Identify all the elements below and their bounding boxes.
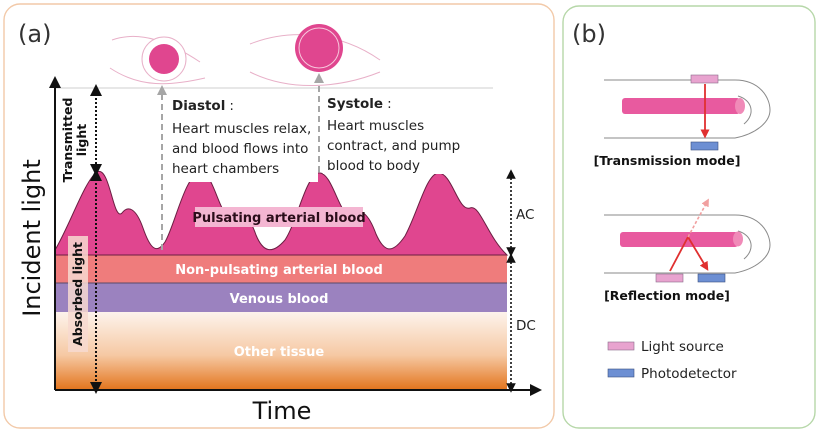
legend: Light source Photodetector	[607, 339, 737, 382]
ac-label: AC	[516, 207, 534, 223]
systole-line-2: contract, and pump	[327, 138, 460, 154]
diastol-line-3: heart chambers	[172, 161, 279, 177]
label-pulsating: Pulsating arterial blood	[192, 211, 365, 226]
finger-transmission	[604, 74, 771, 151]
panel-b: (b) [Transmission mode] [Reflection mode…	[562, 5, 816, 429]
label-venous: Venous blood	[230, 292, 329, 307]
panel-b-label: (b)	[572, 20, 606, 48]
systole-line-3: blood to body	[327, 158, 420, 174]
diastol-line-2: and blood flows into	[172, 141, 308, 157]
photodetector-reflection	[697, 273, 726, 283]
light-source-reflection	[655, 273, 684, 283]
panel-b-border	[562, 5, 816, 429]
light-source-transmission	[690, 74, 719, 84]
ray-scatter	[687, 198, 709, 238]
vessel-small-circle	[149, 44, 179, 74]
legend-light-source-label: Light source	[641, 339, 724, 355]
photodetector-transmission	[690, 141, 719, 151]
vessel-diastole-illustration	[109, 36, 206, 85]
vessel-large-circle	[295, 24, 343, 72]
diastol-annotation: Diastol: Heart muscles relax, and blood …	[168, 94, 318, 182]
y-axis-title: Incident light	[18, 159, 46, 317]
finger-reflection	[604, 198, 771, 283]
diastol-title: Diastol:	[172, 98, 234, 114]
transmitted-label-line2: light	[74, 124, 89, 156]
artery-tube-reflection	[620, 232, 738, 247]
legend-light-source-swatch	[607, 341, 635, 351]
x-axis-title: Time	[252, 397, 312, 425]
systole-line-1: Heart muscles	[327, 118, 424, 134]
transmission-mode-label: [Transmission mode]	[594, 153, 741, 168]
systole-annotation: Systole: Heart muscles contract, and pum…	[323, 94, 473, 174]
layer-other-tissue	[55, 312, 507, 390]
dc-label: DC	[516, 318, 536, 334]
transmitted-label-line1: Transmitted	[60, 98, 75, 183]
legend-photodetector-label: Photodetector	[641, 366, 737, 382]
layer-non-pulsating-arterial	[55, 255, 507, 283]
reflection-mode-label: [Reflection mode]	[604, 288, 730, 303]
legend-photodetector-swatch	[607, 368, 635, 378]
layer-venous-blood	[55, 283, 507, 312]
label-non-pulsating: Non-pulsating arterial blood	[175, 263, 383, 278]
label-other-tissue: Other tissue	[234, 345, 325, 360]
transmitted-label: Transmitted light	[60, 98, 89, 183]
systole-title: Systole:	[327, 96, 392, 112]
absorbed-label: Absorbed light	[70, 242, 85, 346]
panel-a-label: (a)	[18, 20, 51, 48]
diastol-line-1: Heart muscles relax,	[172, 121, 311, 137]
panel-a: (a)	[3, 3, 555, 429]
artery-tube-transmission	[622, 98, 740, 114]
vessel-systole-illustration	[249, 24, 381, 86]
